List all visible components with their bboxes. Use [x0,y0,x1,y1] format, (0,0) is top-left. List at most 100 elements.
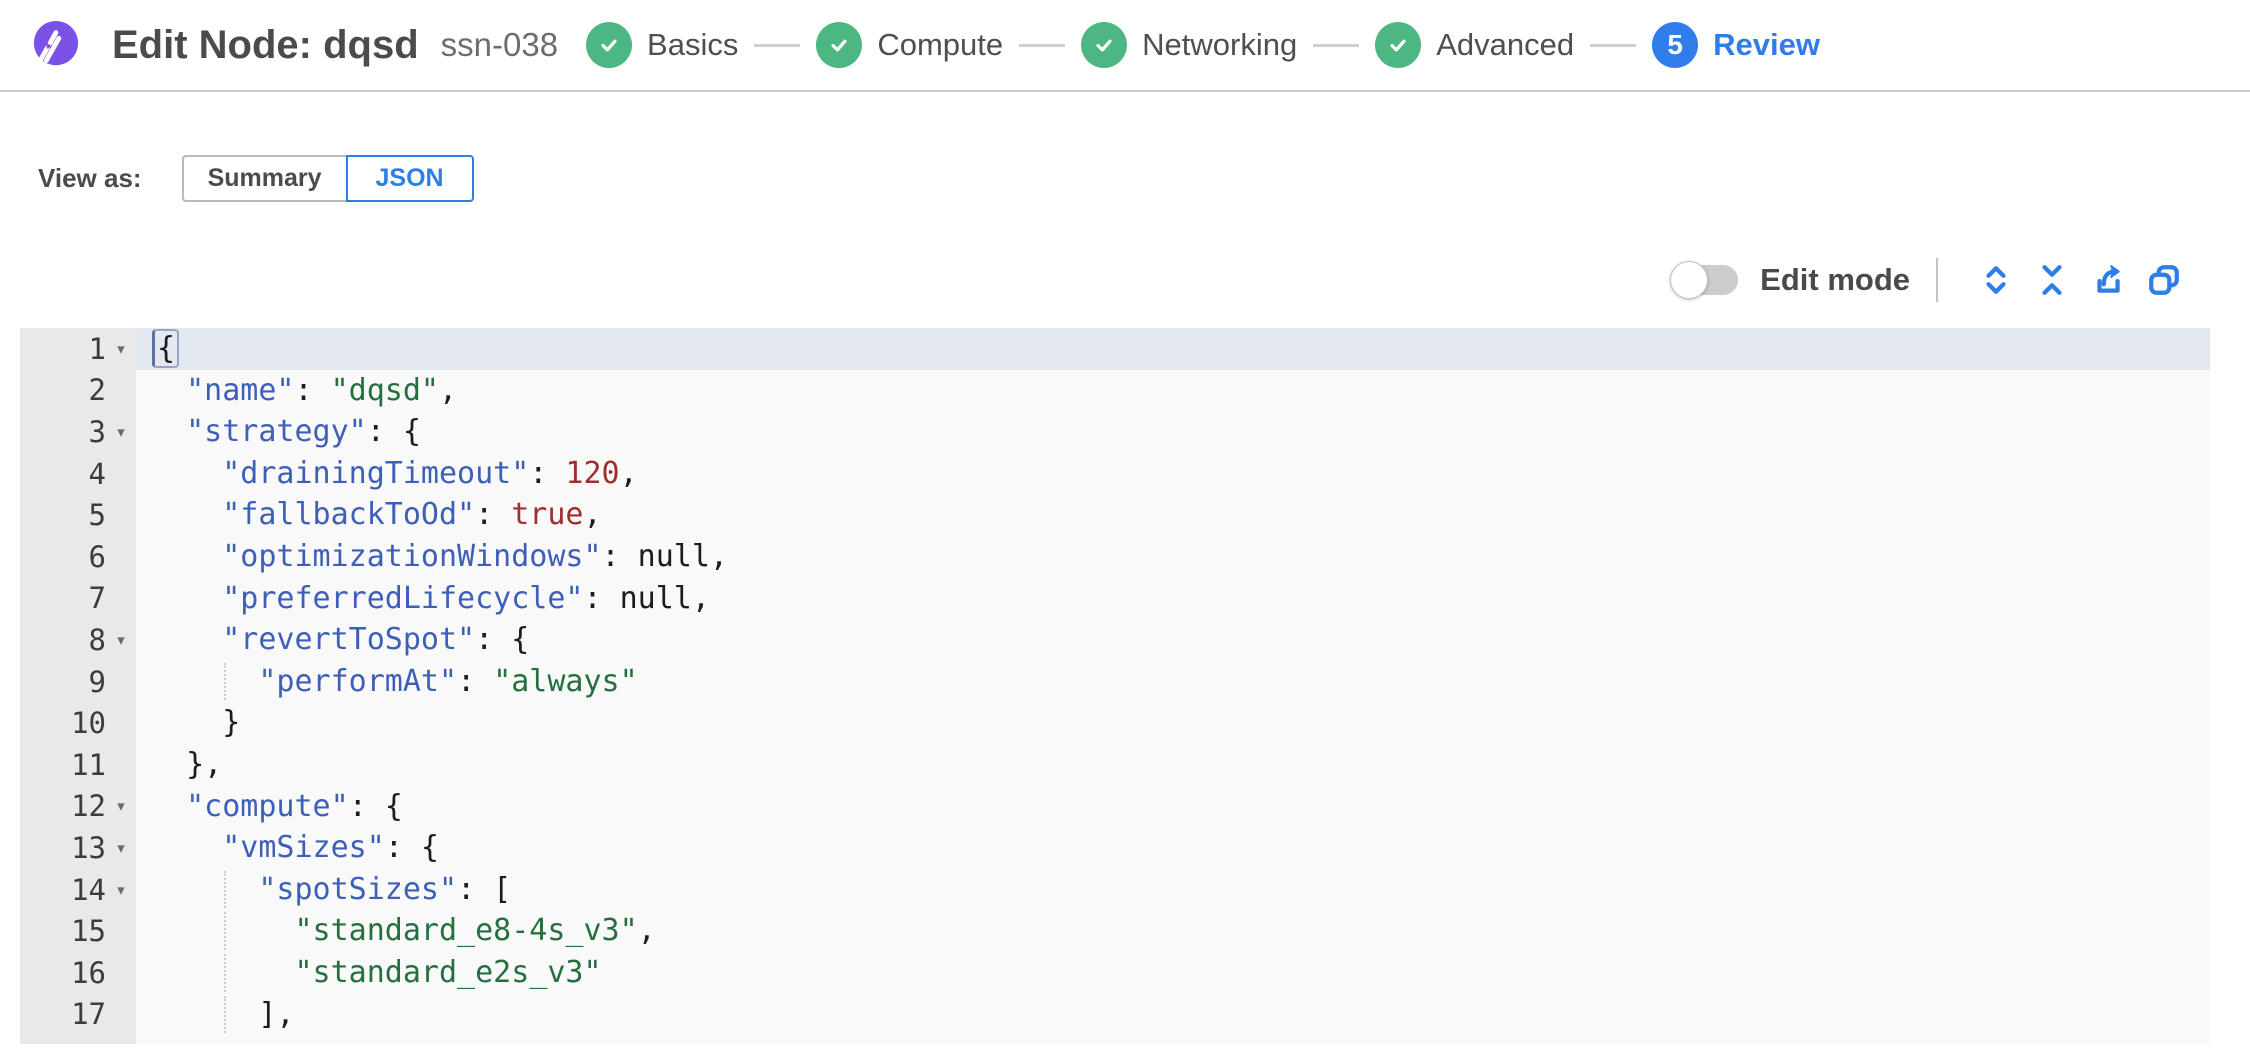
code-line-15[interactable]: "standard_e8-4s_v3", [136,910,2210,952]
token-plain [150,622,222,657]
step-connector [1313,43,1360,47]
indent-guide [224,870,226,909]
summary-tab-button[interactable]: Summary [181,154,346,202]
fold-arrow-icon[interactable]: ▾ [115,836,127,859]
line-number: 14 [71,872,106,907]
editor-code-area[interactable]: { "name": "dqsd", "strategy": { "drainin… [136,328,2210,1044]
token-plain: : { [348,788,403,824]
token-key: "spotSizes" [258,871,458,907]
code-line-17[interactable]: ], [136,994,2210,1036]
token-plain [150,789,186,824]
code-line-1[interactable]: { [136,328,2210,370]
line-number: 17 [71,997,106,1032]
token-key: "preferredLifecycle" [222,580,584,616]
edit-mode-label: Edit mode [1760,262,1910,297]
code-line-9[interactable]: "performAt": "always" [136,661,2210,703]
token-null: null [619,580,692,616]
line-number: 5 [88,498,106,533]
step-connector [1019,43,1066,47]
fold-arrow-icon[interactable]: ▾ [115,420,127,443]
step-basics[interactable]: Basics [586,22,738,68]
json-toolbar: Edit mode [0,252,2250,308]
step-compute[interactable]: Compute [816,22,1003,68]
line-number: 2 [88,373,106,408]
token-plain: , [691,580,710,616]
code-line-6[interactable]: "optimizationWindows": null, [136,536,2210,578]
gutter-line-10: 10 [20,702,136,744]
indent-guide [224,953,226,992]
code-line-8[interactable]: "revertToSpot": { [136,619,2210,661]
code-line-11[interactable]: }, [136,744,2210,786]
token-plain [150,913,295,948]
token-plain [150,539,222,574]
fold-arrow-icon[interactable]: ▾ [115,628,127,651]
step-number-badge: 5 [1652,22,1699,68]
gutter-line-8: 8▾ [20,619,136,661]
token-key: "revertToSpot" [222,622,476,658]
code-line-5[interactable]: "fallbackToOd": true, [136,494,2210,536]
gutter-line-15: 15 [20,910,136,952]
step-networking[interactable]: Networking [1081,22,1297,68]
token-key: "fallbackToOd" [222,497,476,533]
token-plain [150,872,258,907]
edit-mode-toggle[interactable] [1670,261,1739,299]
code-line-14[interactable]: "spotSizes": [ [136,869,2210,911]
token-str: "standard_e2s_v3" [294,954,602,990]
step-check-icon [1081,22,1128,68]
expand-all-icon[interactable] [1968,260,2024,300]
view-as-label: View as: [38,162,142,193]
line-number: 9 [88,664,106,699]
line-number: 16 [71,955,106,990]
code-line-16[interactable]: "standard_e2s_v3" [136,952,2210,994]
code-line-13[interactable]: "vmSizes": { [136,827,2210,869]
code-line-3[interactable]: "strategy": { [136,411,2210,453]
token-plain: , [583,497,602,533]
token-str: "standard_e8-4s_v3" [294,913,638,949]
token-str: "always" [493,663,638,699]
gutter-line-11: 11 [20,744,136,786]
token-plain: : [457,663,494,699]
fold-arrow-icon[interactable]: ▾ [115,795,127,818]
view-as-row: View as: Summary JSON [38,154,2250,202]
gutter-line-14: 14 ▾ [20,869,136,911]
line-number: 12 [71,789,106,824]
toggle-knob[interactable] [1670,261,1709,299]
line-number: 1 [88,331,106,366]
token-plain: , [709,538,728,574]
fold-arrow-icon[interactable]: ▾ [115,337,127,360]
token-plain [150,830,222,865]
gutter-line-12: 12 ▾ [20,786,136,828]
code-line-10[interactable]: } [136,702,2210,744]
token-plain: } [150,705,241,741]
token-plain: , [619,455,638,491]
code-line-2[interactable]: "name": "dqsd", [136,370,2210,412]
code-line-4[interactable]: "drainingTimeout": 120, [136,453,2210,495]
gutter-line-17: 17 [20,994,136,1036]
token-num: 120 [565,455,620,491]
step-check-icon [1375,22,1422,68]
token-plain [150,497,222,532]
code-line-7[interactable]: "preferredLifecycle": null, [136,578,2210,620]
toolbar-divider [1936,258,1938,302]
token-key: "name" [186,372,295,408]
step-advanced[interactable]: Advanced [1375,22,1574,68]
copy-icon[interactable] [2136,260,2192,300]
collapse-all-icon[interactable] [2024,260,2080,300]
code-line-12[interactable]: "compute": { [136,786,2210,828]
token-plain: : [ [457,871,512,907]
json-tab-button[interactable]: JSON [345,154,474,202]
token-plain [150,456,222,491]
fold-arrow-icon[interactable]: ▾ [115,878,127,901]
indent-guide [224,912,226,950]
view-as-segmented-control: Summary JSON [181,154,474,202]
export-icon[interactable] [2080,260,2136,300]
line-number: 15 [71,914,106,949]
token-plain: : { [384,830,439,866]
token-plain [150,955,295,990]
step-connector [1590,43,1637,47]
token-plain [150,414,186,449]
page-title: Edit Node: dqsd [112,22,419,67]
spot-logo-icon [33,20,79,66]
